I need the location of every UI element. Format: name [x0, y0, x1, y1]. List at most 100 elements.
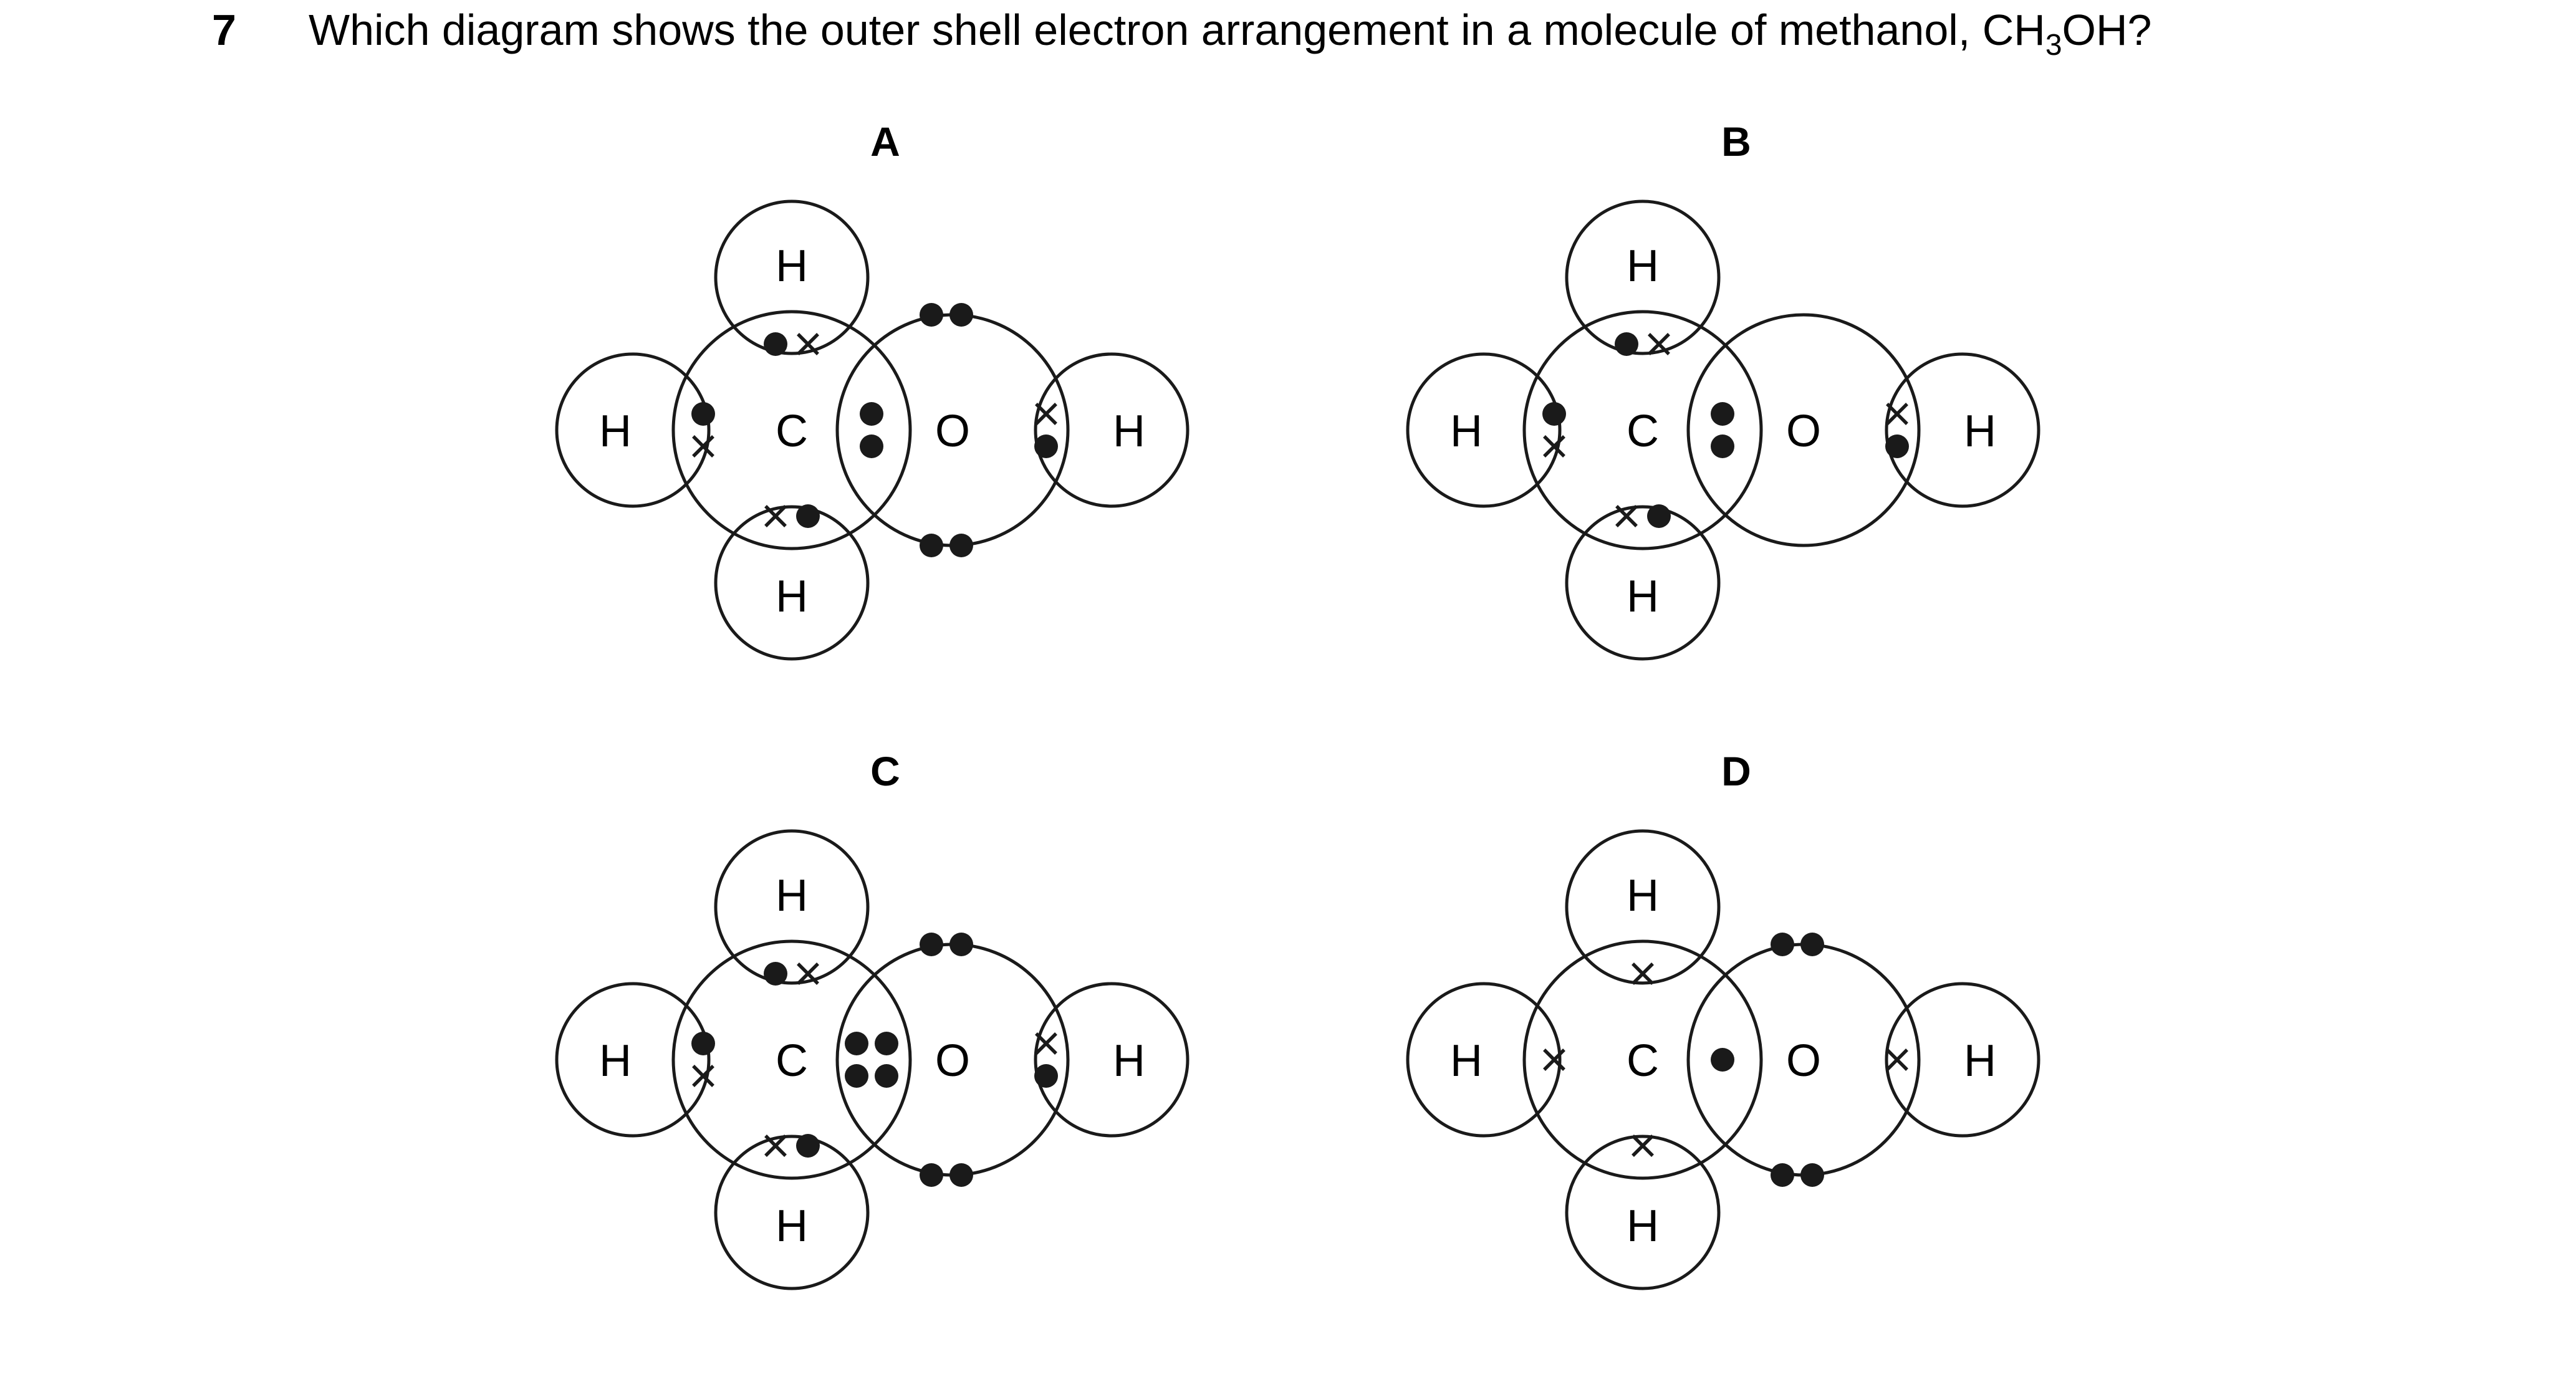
option-label: D — [1721, 748, 1751, 794]
atom-h-bottom: H — [776, 572, 808, 622]
electron-dot — [845, 1064, 868, 1088]
electron-dot — [1711, 1048, 1734, 1072]
electron-dot — [1800, 1163, 1824, 1187]
electron-dot — [764, 332, 787, 356]
electron-cross — [1615, 505, 1638, 527]
electron-cross — [797, 333, 819, 355]
option-d: D C O H H H H — [1406, 748, 2040, 1290]
electron-dot — [1885, 434, 1909, 458]
electron-cross — [764, 505, 787, 527]
electron-cross — [1543, 435, 1565, 458]
hydrogen-shell-right — [1034, 352, 1189, 508]
hydrogen-shell-bottom — [714, 505, 870, 661]
electron-dot — [796, 504, 820, 528]
atom-h-left: H — [1450, 1036, 1483, 1086]
atom-o: O — [935, 1036, 970, 1086]
electron-cross — [1886, 403, 1908, 425]
electron-dot — [691, 402, 715, 426]
electron-dot — [764, 962, 787, 986]
electron-dot — [920, 534, 943, 557]
electron-cross — [1648, 333, 1670, 355]
electron-dot — [1542, 402, 1566, 426]
electron-dot — [949, 1163, 973, 1187]
atom-h-left: H — [599, 406, 632, 456]
electron-cross — [1886, 1049, 1908, 1071]
electron-cross — [1543, 1049, 1565, 1071]
atom-h-top: H — [1627, 241, 1659, 291]
hydrogen-shell-top — [1565, 829, 1721, 985]
option-label: A — [870, 118, 900, 165]
atom-c: C — [776, 1036, 808, 1086]
atom-o: O — [935, 406, 970, 456]
electron-cross — [1035, 1032, 1057, 1055]
question-text-subscript: 3 — [2045, 29, 2062, 62]
question-text-main: Which diagram shows the outer shell elec… — [309, 6, 2045, 54]
atom-o: O — [1786, 406, 1821, 456]
electron-cross — [692, 435, 714, 458]
atom-h-bottom: H — [1627, 572, 1659, 622]
atom-h-left: H — [1450, 406, 1483, 456]
electron-dot — [949, 303, 973, 327]
electron-dot — [1615, 332, 1638, 356]
hydrogen-shell-left — [1406, 352, 1562, 508]
electron-dot — [1647, 504, 1671, 528]
hydrogen-shell-top — [1565, 199, 1721, 355]
electron-dot — [1771, 933, 1794, 956]
oxygen-shell — [1686, 313, 1921, 547]
question-text: Which diagram shows the outer shell elec… — [309, 6, 2151, 62]
electron-dot — [1800, 933, 1824, 956]
electron-dot — [920, 1163, 943, 1187]
question-text-end: OH? — [2062, 6, 2152, 54]
hydrogen-shell-left — [555, 982, 711, 1138]
atom-h-bottom: H — [1627, 1201, 1659, 1251]
atom-h-right: H — [1964, 406, 1996, 456]
electron-dot — [875, 1064, 898, 1088]
electron-dot — [875, 1032, 898, 1055]
electron-cross — [764, 1135, 787, 1157]
electron-cross — [692, 1065, 714, 1087]
atom-h-right: H — [1113, 406, 1145, 456]
atom-h-right: H — [1964, 1036, 1996, 1086]
atom-h-bottom: H — [776, 1201, 808, 1251]
electron-cross — [1035, 403, 1057, 425]
hydrogen-shell-left — [1406, 982, 1562, 1138]
atom-c: C — [1627, 1036, 1659, 1086]
electron-dot — [691, 1032, 715, 1055]
electron-dot — [1034, 434, 1058, 458]
atom-h-top: H — [1627, 871, 1659, 921]
carbon-shell — [1522, 939, 1763, 1180]
electron-dot — [1771, 1163, 1794, 1187]
electron-dot — [949, 933, 973, 956]
option-label: B — [1721, 118, 1751, 165]
carbon-shell — [671, 939, 912, 1180]
electron-dot — [949, 534, 973, 557]
atom-h-top: H — [776, 871, 808, 921]
hydrogen-shell-right — [1885, 352, 2040, 508]
hydrogen-shell-top — [714, 829, 870, 985]
electron-dot — [1711, 434, 1734, 458]
hydrogen-shell-left — [555, 352, 711, 508]
hydrogen-shell-bottom — [1565, 505, 1721, 661]
electron-dot — [845, 1032, 868, 1055]
atom-o: O — [1786, 1036, 1821, 1086]
electron-cross — [797, 962, 819, 985]
electron-dot — [796, 1134, 820, 1158]
option-a: A C O H H H H — [555, 118, 1189, 661]
electron-dot — [1034, 1064, 1058, 1088]
electron-dot — [920, 933, 943, 956]
hydrogen-shell-bottom — [714, 1135, 870, 1290]
atom-c: C — [776, 406, 808, 456]
carbon-shell — [671, 310, 912, 550]
hydrogen-shell-right — [1034, 982, 1189, 1138]
electron-dot — [860, 402, 883, 426]
option-label: C — [870, 748, 900, 794]
atom-h-top: H — [776, 241, 808, 291]
electron-dot — [1711, 402, 1734, 426]
question-number: 7 — [212, 6, 236, 54]
electron-dot — [920, 303, 943, 327]
atom-h-left: H — [599, 1036, 632, 1086]
hydrogen-shell-bottom — [1565, 1135, 1721, 1290]
